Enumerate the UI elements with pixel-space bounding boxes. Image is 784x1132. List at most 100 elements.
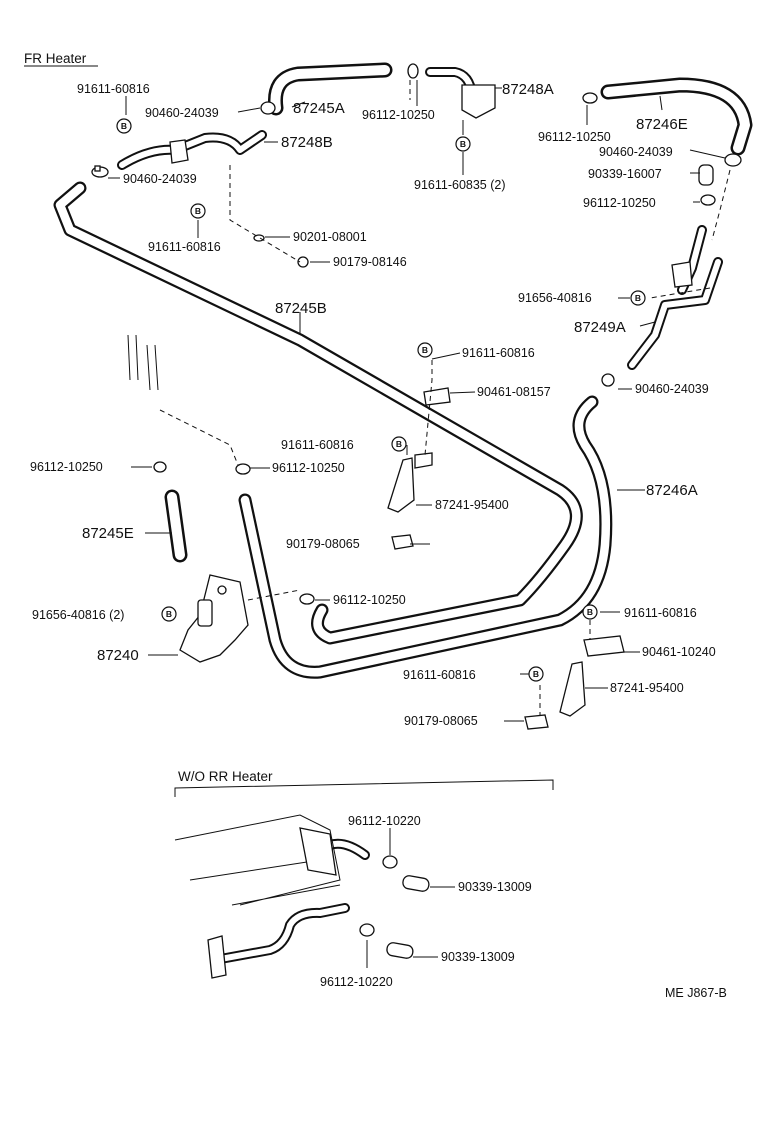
part-label: 90460-24039 [145,106,219,120]
bracket-87241-95400 [387,452,433,513]
clamp [700,194,716,206]
part-label: 90460-24039 [123,172,197,186]
part-label: 87245A [293,100,345,117]
part-label: 87248A [502,81,554,98]
hose-87246E [600,77,753,156]
part-label: 87241-95400 [610,681,684,695]
hose-87245E [164,489,188,563]
part-label: 87241-95400 [435,498,509,512]
fitting-87248A [461,84,496,119]
clamp [260,101,276,115]
valve-87240 [179,574,249,663]
b-marker: B [190,203,206,219]
svg-text:B: B [460,139,466,149]
pipe-87248B [117,130,267,170]
part-label: 91611-60835 (2) [414,178,506,192]
leader-lines [24,65,731,968]
part-label: 96112-10250 [333,593,406,607]
part-label: 91611-60816 [403,668,476,682]
part-label: 87240 [97,647,139,664]
clamp [382,855,398,869]
clamp [359,923,375,937]
part-label: 90179-08065 [286,537,360,551]
part-label: 96112-10250 [30,460,103,474]
b-marker: B [528,666,544,682]
part-label: 96112-10220 [320,975,393,989]
bracket-87241-95400 [559,661,586,717]
clamp [235,463,251,475]
washer [253,234,265,242]
plug [698,164,714,186]
clamp [153,461,167,473]
svg-text:B: B [635,293,641,303]
part-label: 91611-60816 [624,606,697,620]
part-label: 90460-24039 [635,382,709,396]
hose-87245A [267,62,393,116]
svg-text:B: B [587,607,593,617]
part-label: 87248B [281,134,333,151]
part-label: 96112-10220 [348,814,421,828]
hose-87245B [53,181,583,645]
nut-90179-08065 [524,714,549,730]
part-label: 96112-10250 [583,196,656,210]
part-label: 91611-60816 [77,82,150,96]
svg-text:B: B [422,345,428,355]
hose-87246A [238,395,613,679]
fitting-87249A-bracket [671,261,693,288]
b-marker: B [455,136,471,152]
section-title-wo-rr-heater: W/O RR Heater [178,769,273,784]
b-marker: B [630,290,646,306]
clamp [601,373,615,387]
hoses [53,62,753,965]
clamp [299,593,315,605]
section-title-fr-heater: FR Heater [24,51,87,66]
part-label: 90461-08157 [477,385,551,399]
svg-text:B: B [396,439,402,449]
part-label: 96112-10250 [362,108,435,122]
plug [402,875,430,892]
part-label: 87245B [275,300,327,317]
plug [386,942,414,959]
part-label: 87246A [646,482,698,499]
part-label: 91611-60816 [148,240,221,254]
b-marker: B [116,118,132,134]
nut [297,256,309,268]
part-label: 90460-24039 [599,145,673,159]
part-label: 96112-10250 [272,461,345,475]
clamp [724,153,742,167]
b-markers: B B B B B B B B B [116,118,646,682]
svg-text:B: B [195,206,201,216]
svg-text:B: B [166,609,172,619]
labels: FR Heater W/O RR Heater 91611-60816 9046… [24,51,727,1000]
pipe-stubs-left [127,334,159,391]
wo-rr-pipes [174,814,370,965]
part-label: 90339-13009 [441,950,515,964]
fitting-87248B-bracket [169,139,189,164]
part-label: 90461-10240 [642,645,716,659]
wo-rr-bracket [207,827,337,979]
part-label: 90339-16007 [588,167,662,181]
b-marker: B [582,604,598,620]
part-label: 91611-60816 [462,346,535,360]
nut-90179-08065 [391,534,414,550]
clamp [582,92,598,104]
part-label: 91611-60816 [281,438,354,452]
part-label: 96112-10250 [538,130,611,144]
part-label: 87245E [82,525,134,542]
drawing-code: ME J867-B [665,986,727,1000]
part-label: 87249A [574,319,626,336]
clamp [91,165,109,178]
b-marker: B [161,606,177,622]
part-label: 87246E [636,116,688,133]
clip-90461-08157 [423,387,451,406]
part-label: 91656-40816 (2) [32,608,124,622]
part-label: 90179-08065 [404,714,478,728]
svg-text:B: B [121,121,127,131]
part-label: 90339-13009 [458,880,532,894]
part-label: 90201-08001 [293,230,367,244]
part-label: 91656-40816 [518,291,592,305]
clamp [407,63,419,79]
b-marker: B [391,436,407,452]
part-label: 90179-08146 [333,255,407,269]
